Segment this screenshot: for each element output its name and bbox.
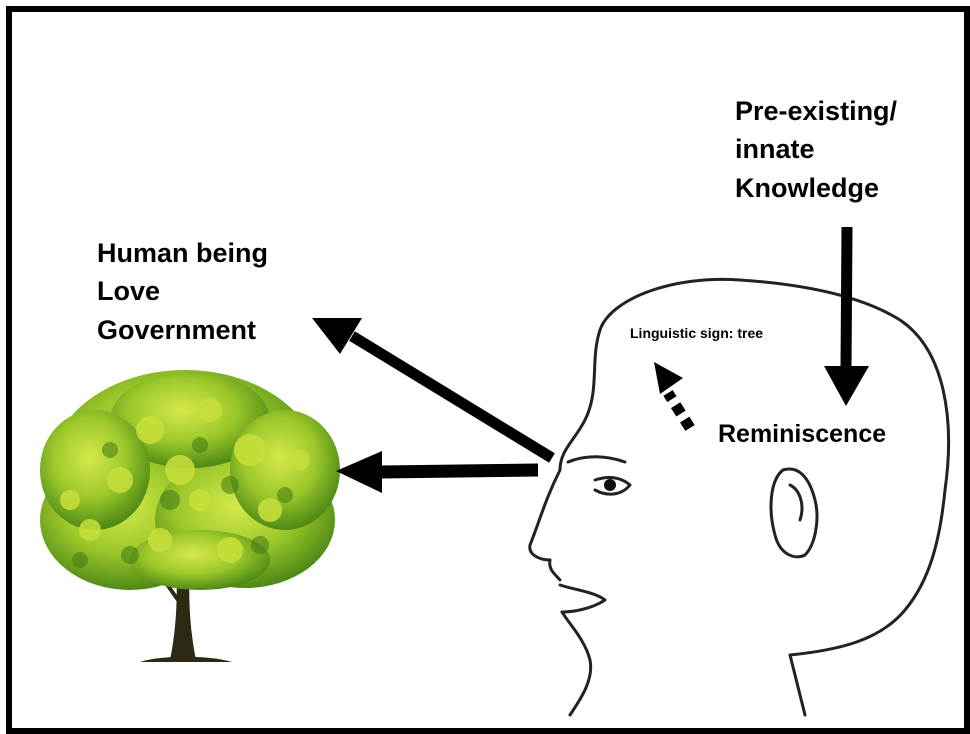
diagram-frame xyxy=(6,6,970,734)
concepts-label: Human being Love Government xyxy=(97,234,268,349)
preexisting-line-3: Knowledge xyxy=(735,172,880,203)
arrow-to-tree xyxy=(336,451,539,493)
preexisting-line-2: innate xyxy=(735,134,815,165)
concept-love: Love xyxy=(97,276,161,307)
arrow-knowledge-to-reminiscence xyxy=(824,226,869,406)
arrow-to-concepts xyxy=(312,318,555,463)
linguistic-sign-label: Linguistic sign: tree xyxy=(630,325,764,341)
head-icon xyxy=(528,277,951,717)
eye-icon xyxy=(604,479,616,491)
concept-human-being: Human being xyxy=(97,238,269,268)
preexisting-line-1: Pre-existing/ xyxy=(735,96,898,126)
concept-government: Government xyxy=(97,314,257,345)
preexisting-knowledge-label: Pre-existing/ innate Knowledge xyxy=(735,92,897,207)
dotted-arrow-to-linguistic-sign xyxy=(654,362,695,431)
tree-icon xyxy=(40,370,340,662)
reminiscence-label: Reminiscence xyxy=(718,420,887,448)
